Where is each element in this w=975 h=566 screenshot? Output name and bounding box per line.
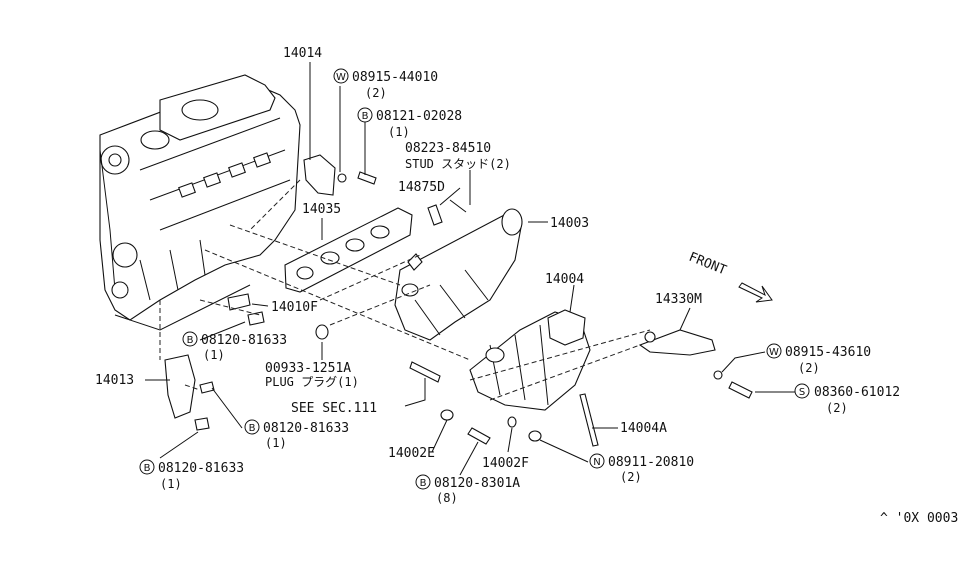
label-14875d: 14875D — [398, 180, 445, 195]
label-14013: 14013 — [95, 373, 134, 388]
label-w1-qty: (2) — [365, 86, 387, 100]
label-14014: 14014 — [283, 46, 322, 61]
label-14002e: 14002E — [388, 446, 435, 461]
bracket-14010f-drawing — [227, 293, 265, 326]
gasket-14035-drawing — [284, 207, 413, 293]
label-b5-code: 08120-8301A — [434, 476, 520, 491]
symbol-b-1-text: B — [362, 111, 369, 122]
small-parts-drawing — [315, 324, 599, 447]
assembly-lines — [159, 179, 651, 401]
label-14002f: 14002F — [482, 456, 529, 471]
diagram-footer-code: ^ '0X 0003 — [880, 511, 958, 526]
label-w2-code: 08915-43610 — [785, 345, 871, 360]
label-b5-qty: (8) — [436, 491, 458, 505]
label-w2-qty: (2) — [798, 361, 820, 375]
label-b3-code: 08120-81633 — [263, 421, 349, 436]
stud-14875d-drawing — [427, 199, 467, 226]
symbol-w-1-text: W — [336, 72, 346, 83]
exhaust-manifold-14004-drawing — [469, 309, 591, 411]
intake-manifold-14003-drawing — [394, 208, 523, 341]
label-b2-qty: (1) — [203, 348, 225, 362]
label-14035: 14035 — [302, 202, 341, 217]
symbol-b-3-text: B — [249, 423, 256, 434]
bracket-14013-drawing — [164, 354, 215, 431]
label-plug-code: 00933-1251A — [265, 361, 351, 376]
label-n1-code: 08911-20810 — [608, 455, 694, 470]
symbol-b-2-text: B — [187, 335, 194, 346]
label-b4-code: 08120-81633 — [158, 461, 244, 476]
symbol-w-2: W — [766, 343, 782, 359]
label-14010f: 14010F — [271, 300, 318, 315]
symbol-b-1: B — [357, 107, 373, 123]
symbol-b-2: B — [182, 331, 198, 347]
symbol-b-3: B — [244, 419, 260, 435]
label-14330m: 14330M — [655, 292, 702, 307]
engine-block-drawing — [99, 74, 301, 331]
leader-lines — [145, 62, 795, 476]
heat-shield-14014-drawing — [303, 154, 377, 196]
label-b1-code: 08121-02028 — [376, 109, 462, 124]
symbol-b-5-text: B — [420, 478, 427, 489]
label-stud-desc: STUD スタッド(2) — [405, 157, 511, 171]
label-front: FRONT — [687, 250, 729, 279]
label-b1-qty: (1) — [388, 125, 410, 139]
label-14003: 14003 — [550, 216, 589, 231]
heat-shield-14330m-drawing — [638, 329, 753, 399]
label-b3-qty: (1) — [265, 436, 287, 450]
symbol-b-5: B — [415, 474, 431, 490]
label-14004: 14004 — [545, 272, 584, 287]
symbol-w-2-text: W — [769, 347, 779, 358]
label-s1-qty: (2) — [826, 401, 848, 415]
label-n1-qty: (2) — [620, 470, 642, 484]
symbol-s-1: S — [794, 383, 810, 399]
symbol-s-1-text: S — [799, 387, 805, 398]
symbol-n-1-text: N — [593, 457, 600, 468]
symbol-n-1: N — [589, 453, 605, 469]
label-plug-desc: PLUG プラグ(1) — [265, 375, 359, 389]
front-arrow — [738, 282, 773, 303]
symbol-w-1: W — [333, 68, 349, 84]
symbol-b-4-text: B — [144, 463, 151, 474]
label-14004a: 14004A — [620, 421, 667, 436]
symbol-b-4: B — [139, 459, 155, 475]
label-s1-code: 08360-61012 — [814, 385, 900, 400]
label-w1-code: 08915-44010 — [352, 70, 438, 85]
label-stud-code: 08223-84510 — [405, 141, 491, 156]
label-see-sec: SEE SEC.111 — [291, 401, 377, 416]
label-b2-code: 08120-81633 — [201, 333, 287, 348]
label-b4-qty: (1) — [160, 477, 182, 491]
